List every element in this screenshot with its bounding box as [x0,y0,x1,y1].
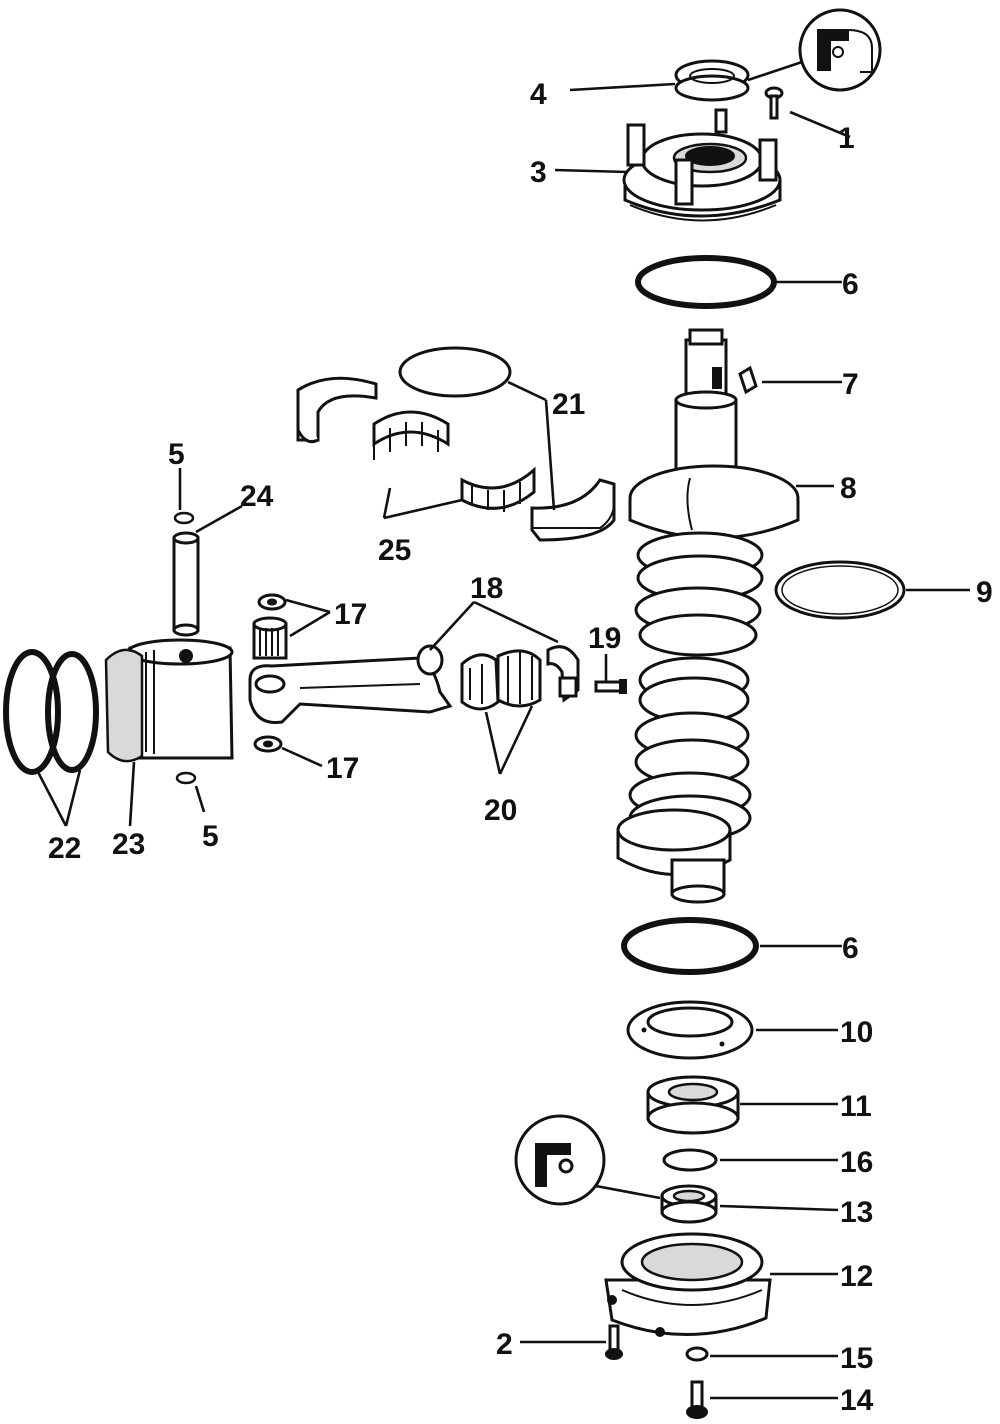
piston-pin-retainer-bottom [175,771,197,785]
bolt-14 [686,1380,708,1419]
bottom-oil-seal [660,1184,718,1224]
label-16: 16 [840,1146,873,1179]
snap-ring [662,1148,718,1172]
housing-screw [764,86,784,120]
rod-cap [546,645,580,703]
piston-pin-retainer-top [173,511,195,525]
connecting-rod [248,644,453,725]
top-seal-detail-callout [747,8,882,92]
lock-washer-15 [685,1346,709,1362]
wrist-pin-bearing [252,616,288,660]
label-7: 7 [842,368,859,401]
label-2: 2 [496,1328,513,1361]
lower-bearing-housing [604,1232,772,1337]
label-1: 1 [838,122,855,155]
label-6-bottom: 6 [842,932,859,965]
label-17-upper: 17 [334,598,367,631]
piston-rings [3,649,99,775]
ball-bearing [646,1075,740,1135]
top-bearing-housing [622,108,782,222]
label-12: 12 [840,1260,873,1293]
rod-cap-screw [594,679,627,694]
rod-roller-cage [460,649,542,711]
callout-labels: 1 2 3 4 5 5 6 6 7 8 9 10 11 12 13 14 15 … [48,78,993,1417]
crankshaft-key [738,365,758,395]
crankshaft [616,328,800,904]
bottom-o-ring [621,917,759,975]
label-4: 4 [530,78,547,111]
label-3: 3 [530,156,547,189]
label-15: 15 [840,1342,873,1375]
label-6-top: 6 [842,268,859,301]
retaining-ring-21 [398,346,512,398]
main-roller-cage-lower [460,466,536,512]
main-roller-cage-upper [372,410,450,460]
top-o-ring [635,255,777,309]
label-23: 23 [112,828,145,861]
label-10: 10 [840,1016,873,1049]
rod-washer-upper [257,593,287,611]
bottom-seal-detail-callout [514,1114,661,1206]
label-8: 8 [840,472,857,505]
leader-lines [36,82,970,1400]
label-13: 13 [840,1196,873,1229]
piston [104,638,234,763]
crankshaft-seal-ring [774,560,906,620]
label-5-top: 5 [168,438,185,471]
label-5-bottom: 5 [202,820,219,853]
housing-screw-2 [605,1324,623,1360]
bearing-race-right [530,478,616,542]
label-20: 20 [484,794,517,827]
label-25: 25 [378,534,411,567]
label-22: 22 [48,832,81,865]
rod-washer-lower [253,735,283,753]
label-18: 18 [470,572,503,605]
piston-pin [172,531,200,637]
bearing-race-left [296,376,378,444]
label-17-lower: 17 [326,752,359,785]
label-11: 11 [840,1090,872,1123]
label-19: 19 [588,622,621,655]
thrust-plate [626,1000,754,1060]
label-24: 24 [240,480,274,513]
top-oil-seal [674,59,750,102]
label-21: 21 [552,388,585,421]
label-14: 14 [840,1384,874,1417]
label-9: 9 [976,576,993,609]
